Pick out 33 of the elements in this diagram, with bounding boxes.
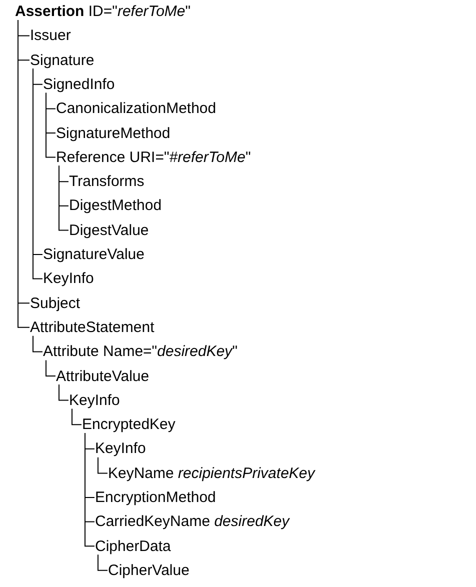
element-label: CanonicalizationMethod (56, 100, 216, 118)
tree-connector (98, 456, 108, 474)
tree-connector (46, 92, 56, 158)
element-label: Attribute Name="desiredKey" (43, 343, 238, 360)
element-label: CipherValue (108, 562, 190, 579)
element-label: DigestValue (69, 222, 149, 239)
element-label: CipherData (95, 538, 171, 555)
element-label: KeyName recipientsPrivateKey (108, 464, 315, 482)
element-label: SignatureMethod (56, 124, 170, 142)
element-label: EncryptedKey (82, 416, 176, 434)
element-label: CarriedKeyName desiredKey (95, 513, 290, 530)
element-label: KeyInfo (69, 392, 120, 409)
element-label: Subject (30, 294, 80, 312)
element-label: Issuer (30, 27, 71, 44)
tree-connector (32, 335, 43, 352)
element-label: SignedInfo (43, 76, 115, 93)
element-label: Transforms (69, 173, 144, 190)
tree-connector (72, 408, 82, 426)
tree-connector (46, 360, 56, 376)
element-label: KeyInfo (95, 440, 146, 458)
element-label: Signature (30, 52, 94, 69)
element-label: DigestMethod (69, 197, 162, 214)
element-label: EncryptionMethod (95, 489, 216, 506)
element-label: AttributeStatement (30, 318, 154, 336)
tree-connector (98, 554, 108, 571)
element-label: Reference URI="#referToMe" (56, 148, 251, 166)
element-label: AttributeValue (56, 368, 150, 384)
tree-connector (58, 165, 69, 231)
element-label: SignatureValue (43, 246, 144, 263)
element-label: KeyInfo (43, 270, 94, 288)
element-label: Assertion ID="referToMe" (15, 3, 191, 20)
tree-connector (84, 432, 95, 547)
tree-connector (58, 384, 69, 401)
